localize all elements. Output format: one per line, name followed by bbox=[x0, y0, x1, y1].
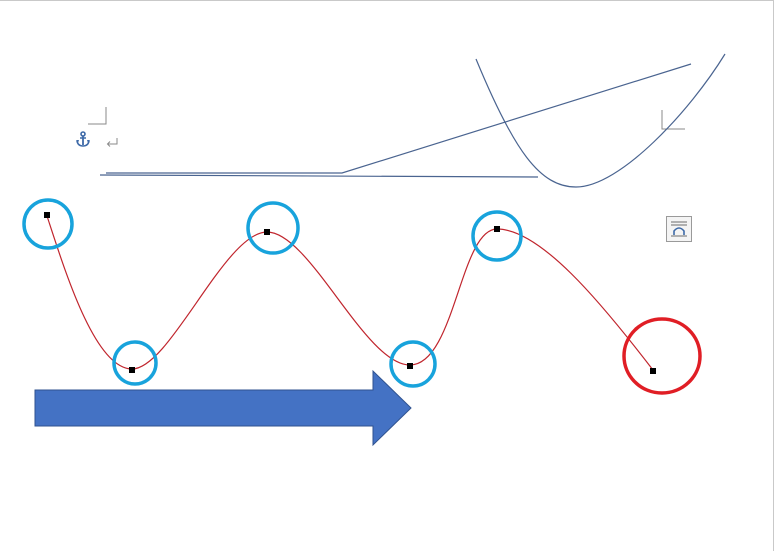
anchor-icon[interactable] bbox=[76, 131, 90, 147]
red-freeform-curve[interactable] bbox=[46, 215, 654, 371]
point-highlight-2 bbox=[112, 340, 158, 386]
parabola-curve[interactable] bbox=[475, 53, 726, 188]
point-highlight-5 bbox=[471, 210, 523, 262]
paragraph-return-icon bbox=[106, 138, 118, 147]
freeform-lines[interactable] bbox=[99, 53, 726, 188]
point-highlight-1 bbox=[22, 198, 74, 250]
edit-point-handles[interactable] bbox=[44, 212, 656, 374]
edit-handle-4[interactable] bbox=[407, 363, 413, 369]
freeform-line-shape[interactable] bbox=[106, 63, 692, 174]
layout-options-button[interactable] bbox=[666, 216, 692, 242]
layout-options-icon bbox=[671, 221, 687, 237]
edit-handle-6[interactable] bbox=[650, 368, 656, 374]
edit-handle-1[interactable] bbox=[44, 212, 50, 218]
edit-handle-5[interactable] bbox=[494, 226, 500, 232]
edit-handle-2[interactable] bbox=[129, 367, 135, 373]
point-highlight-4 bbox=[389, 340, 437, 388]
point-highlight-3 bbox=[246, 201, 300, 255]
margin-corner-top-left bbox=[88, 107, 107, 125]
edit-handle-3[interactable] bbox=[264, 229, 270, 235]
edit-point-highlights bbox=[22, 198, 523, 388]
end-point-highlight bbox=[622, 317, 702, 395]
margin-corner-top-right bbox=[661, 110, 685, 130]
baseline-line[interactable] bbox=[99, 174, 539, 178]
margin-corner-marks bbox=[88, 107, 685, 130]
right-block-arrow[interactable] bbox=[34, 369, 412, 447]
